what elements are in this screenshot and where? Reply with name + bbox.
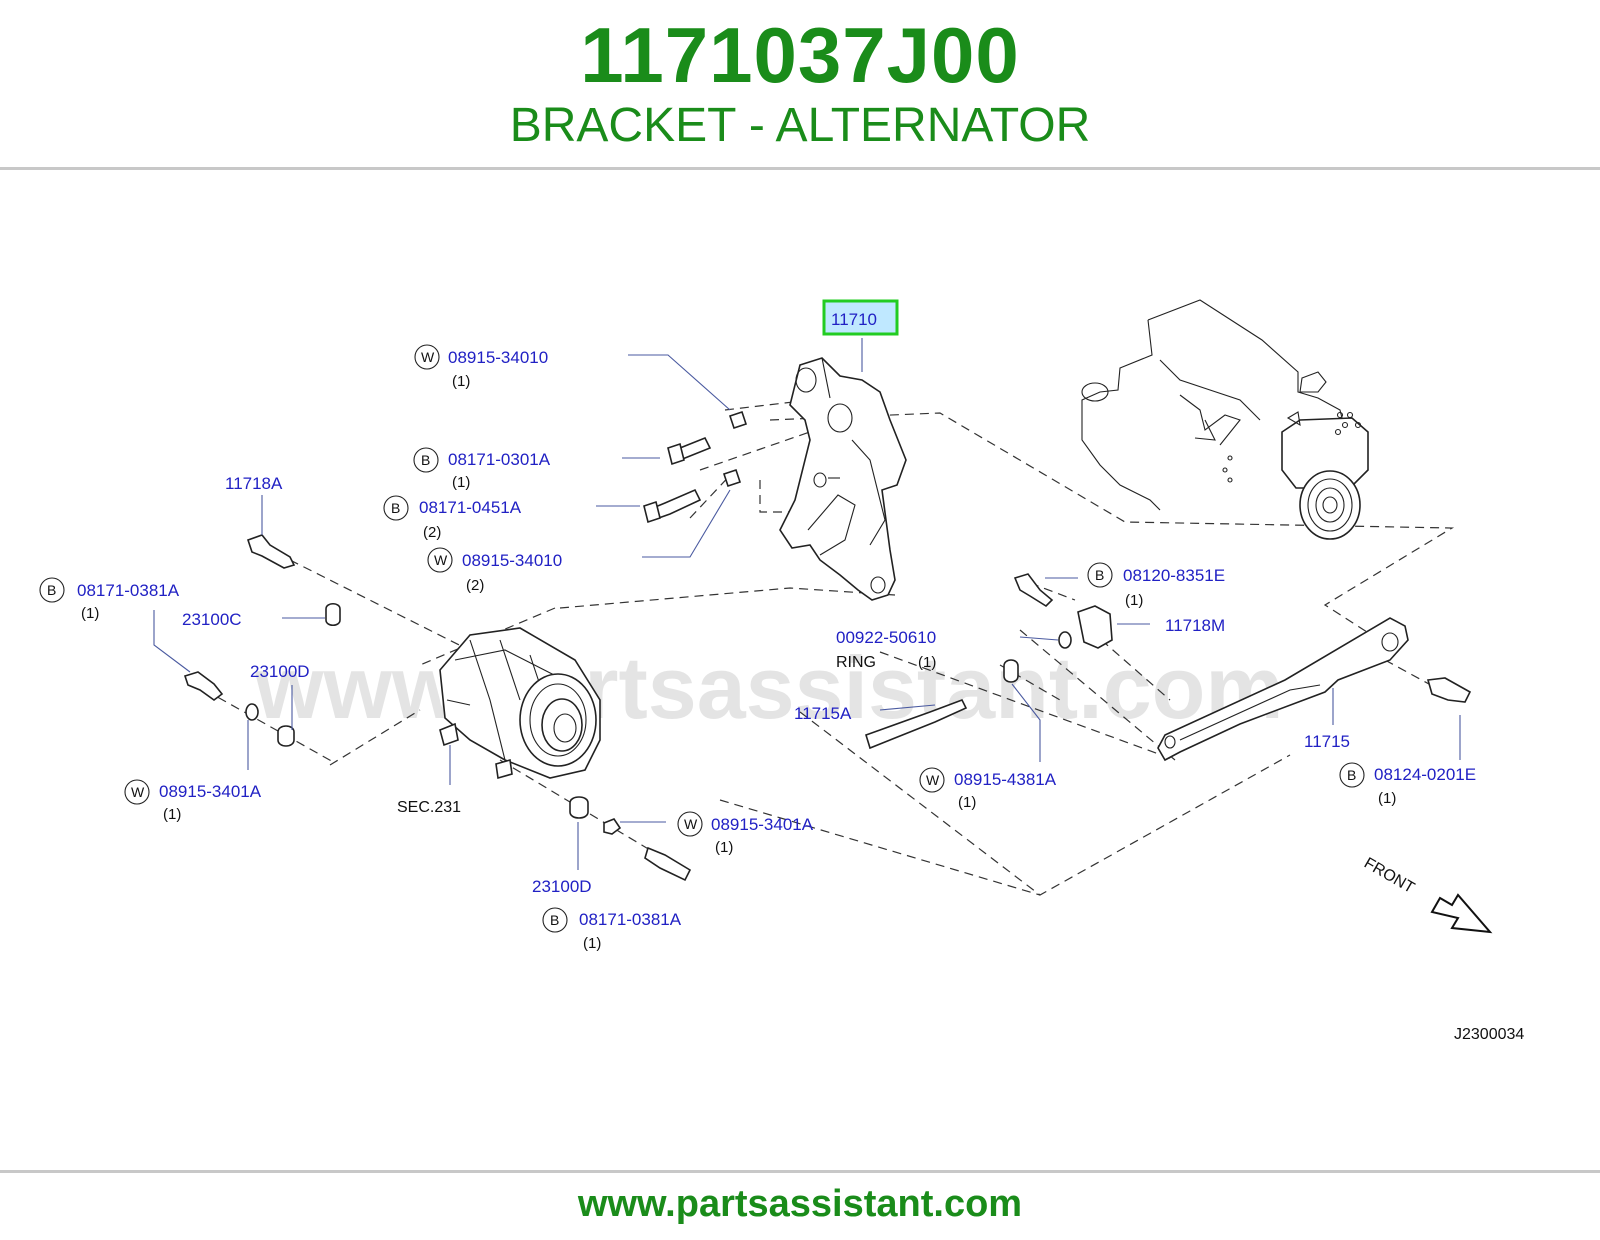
watermark-text: www.partsassistant.com	[254, 638, 1284, 737]
leader-lines	[153, 338, 1461, 870]
callout-code[interactable]: 08915-3401A	[159, 782, 262, 801]
callout-11710-highlight[interactable]	[822, 299, 899, 336]
callout-prefix: B	[1347, 767, 1356, 783]
callout-code[interactable]: 11715	[1304, 732, 1350, 751]
callout-qty: (2)	[423, 524, 441, 541]
callout-qty: (1)	[452, 474, 470, 491]
alternator-bracket	[779, 357, 907, 601]
callout-code[interactable]: 08171-0301A	[448, 450, 551, 469]
callout-prefix: W	[131, 784, 145, 800]
footer-divider	[0, 1170, 1600, 1173]
callout-qty: (1)	[583, 935, 601, 952]
callout-qty: (2)	[466, 577, 484, 594]
section-reference[interactable]: SEC.231	[397, 799, 461, 816]
washer-prefix-icon	[414, 344, 440, 370]
callout-prefix: B	[391, 500, 400, 516]
part-name-subtitle: BRACKET - ALTERNATOR	[509, 99, 1091, 152]
diagram-id: J2300034	[1454, 1026, 1524, 1043]
callout-qty: (1)	[1378, 790, 1396, 807]
front-label: FRONT	[1361, 855, 1417, 897]
callout-code[interactable]: 23100D	[250, 662, 310, 681]
bracket-fasteners	[643, 410, 748, 524]
callout-code[interactable]: 23100C	[182, 610, 242, 629]
callout-code[interactable]: 08915-4381A	[954, 770, 1057, 789]
callout-prefix: B	[421, 452, 430, 468]
callout-qty: (1)	[1125, 592, 1143, 609]
callout-code[interactable]: 08915-34010	[462, 551, 562, 570]
alternator-fasteners	[183, 534, 692, 882]
callout-code[interactable]: 08120-8351E	[1123, 566, 1225, 585]
bolt-prefix-icon	[39, 577, 65, 603]
callout-code[interactable]: 11718M	[1165, 616, 1225, 635]
callout-prefix: W	[684, 816, 698, 832]
washer-prefix-icon	[919, 767, 945, 793]
engine-block-sketch	[1081, 299, 1369, 540]
adjusting-bar	[865, 573, 1472, 762]
bolt-prefix-icon	[1339, 762, 1365, 788]
ring-label: RING	[836, 654, 876, 671]
part-number-title: 1171037J00	[580, 11, 1020, 99]
callout-prefix: W	[434, 552, 448, 568]
assembly-outline	[204, 399, 1455, 896]
callout-code[interactable]: 08171-0381A	[579, 910, 682, 929]
callout-qty: (1)	[81, 605, 99, 622]
callout-qty: (1)	[163, 806, 181, 823]
callout-qty: (1)	[452, 373, 470, 390]
callout-qty: (1)	[715, 839, 733, 856]
callout-code[interactable]: 08124-0201E	[1374, 765, 1476, 784]
bolt-prefix-icon	[542, 907, 568, 933]
callout-code[interactable]: 11710	[831, 310, 877, 329]
callout-code[interactable]: 23100D	[532, 877, 592, 896]
callout-code[interactable]: 00922-50610	[836, 628, 936, 647]
alternator	[439, 627, 601, 780]
callout-prefix: B	[550, 912, 559, 928]
callout-code[interactable]: 08915-34010	[448, 348, 548, 367]
bolt-prefix-icon	[1087, 562, 1113, 588]
callout-code[interactable]: 11715A	[794, 704, 852, 723]
callout-prefix: B	[1095, 567, 1104, 583]
washer-prefix-icon	[427, 547, 453, 573]
header-divider	[0, 167, 1600, 170]
front-arrow-icon	[1430, 893, 1493, 934]
callout-prefix: W	[421, 349, 435, 365]
front-indicator: FRONT	[1361, 855, 1493, 934]
bolt-prefix-icon	[383, 495, 409, 521]
callout-code[interactable]: 11718A	[225, 474, 283, 493]
bolt-prefix-icon	[413, 447, 439, 473]
footer-website-link[interactable]: www.partsassistant.com	[577, 1183, 1023, 1225]
callout-labels: 11710 W 08915-34010 (1) B 08171-0301A (1…	[39, 310, 1476, 952]
washer-prefix-icon	[677, 811, 703, 837]
callout-code[interactable]: 08171-0451A	[419, 498, 522, 517]
washer-prefix-icon	[124, 779, 150, 805]
callout-prefix: W	[926, 772, 940, 788]
callout-code[interactable]: 08915-3401A	[711, 815, 814, 834]
ring-qty: (1)	[918, 654, 936, 671]
callout-qty: (1)	[958, 794, 976, 811]
callout-code[interactable]: 08171-0381A	[77, 581, 180, 600]
callout-prefix: B	[47, 582, 56, 598]
